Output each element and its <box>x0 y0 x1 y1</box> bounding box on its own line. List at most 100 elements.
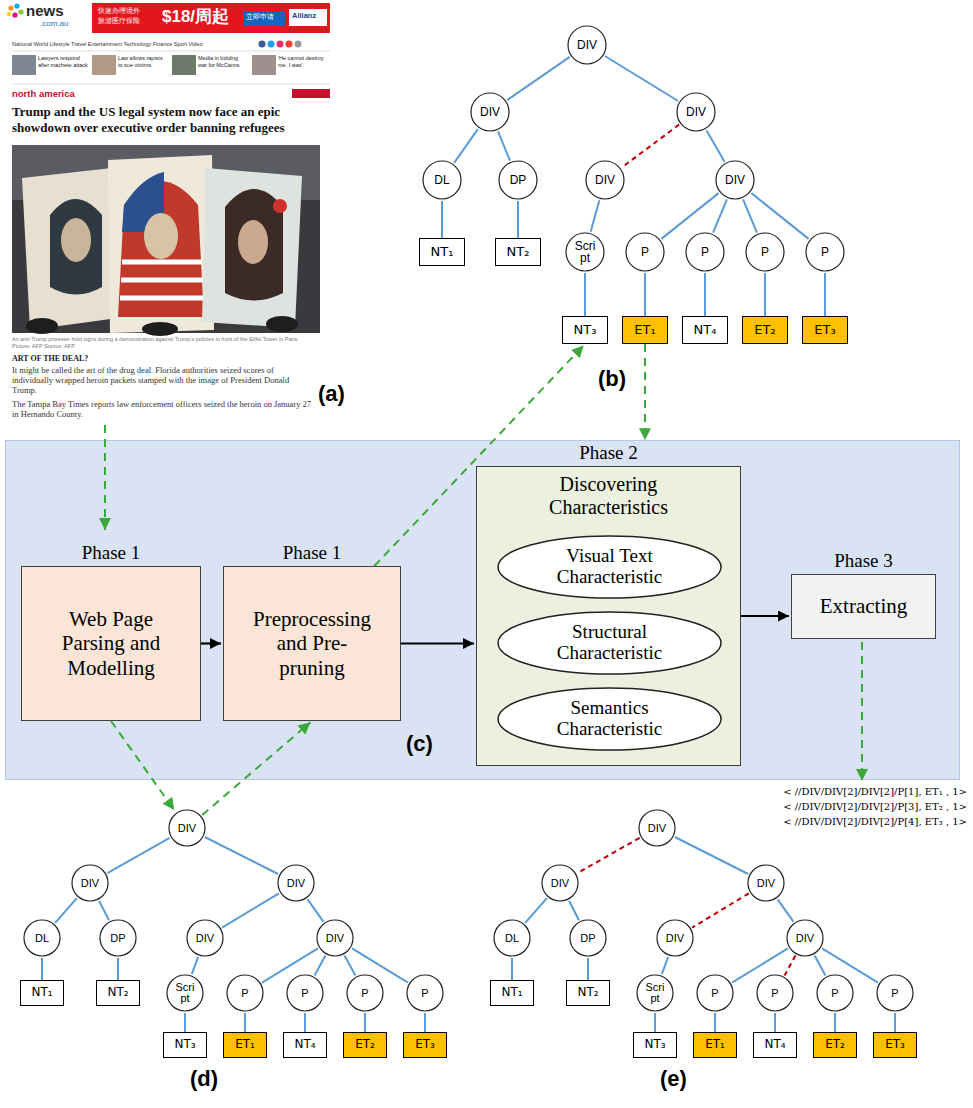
node-body: P <box>286 974 324 1012</box>
tree-edge <box>569 901 579 920</box>
dom-element-node: P <box>876 974 914 1012</box>
tree-edge <box>244 1013 246 1032</box>
tree-edge <box>704 273 706 316</box>
tree-edge <box>587 958 589 980</box>
node-body: Preprocessing and Pre-pruning <box>224 567 400 720</box>
non-target-text-node: NT₄ <box>283 1032 327 1058</box>
circle-outline <box>227 975 263 1011</box>
ad-button <box>243 11 285 26</box>
tag-name: P <box>821 246 829 258</box>
tag-name: DIV <box>326 933 344 944</box>
circle-outline <box>586 161 624 199</box>
tree-edge <box>424 1013 426 1032</box>
poster-face <box>238 220 268 264</box>
flag-stripe <box>120 296 204 301</box>
tree-edge <box>661 193 718 239</box>
panel-letter: (e) <box>660 1066 687 1091</box>
tree-edge <box>41 958 43 980</box>
circle-outline <box>877 975 913 1011</box>
dom-element-node: DIV <box>715 160 755 200</box>
node-body: ET₁ <box>694 1033 736 1057</box>
label-slot: (a) <box>318 381 345 406</box>
logo-dot <box>8 5 13 10</box>
non-target-text-node: NT₃ <box>163 1032 207 1058</box>
non-target-text-node: NT₁ <box>490 980 534 1006</box>
text-node-label: ET₂ <box>825 1038 845 1051</box>
text-node-label: NT₄ <box>294 1038 315 1051</box>
node-body: DIV <box>585 160 625 200</box>
tag-name: DIV <box>648 823 666 834</box>
circle-outline <box>748 865 784 901</box>
poster <box>22 168 118 330</box>
target-text-node: ET₂ <box>813 1032 857 1058</box>
ad-brand: Allianz <box>292 12 316 21</box>
phase-heading: Phase 2 <box>579 442 638 464</box>
tag-name: DIV <box>666 933 684 944</box>
target-text-node: ET₂ <box>742 316 788 344</box>
dom-element-node: P <box>805 232 845 272</box>
non-target-text-node: NT₂ <box>96 980 140 1006</box>
circle-outline <box>187 920 223 956</box>
live-badge <box>292 89 330 98</box>
text-node-label: ET₃ <box>885 1038 905 1051</box>
phase-heading: Phase 3 <box>834 550 893 572</box>
tag-name: DIV <box>796 933 814 944</box>
tree-edge <box>308 899 324 921</box>
ellipse-outline <box>498 688 721 750</box>
tree-edge <box>315 956 326 976</box>
tag-name: P <box>241 988 248 999</box>
node-body: DIV <box>186 919 224 957</box>
rule-line <box>12 51 330 52</box>
phase-title: Extracting <box>820 594 907 618</box>
circle-outline <box>72 865 108 901</box>
tag-name: DP <box>580 933 595 944</box>
tree-edge <box>644 273 646 316</box>
tag-name: Scri pt <box>173 982 197 1004</box>
tag-name: DIV <box>551 878 569 889</box>
node-body: DP <box>498 160 538 200</box>
tree-edge <box>117 958 119 980</box>
node-body: Scri pt <box>636 974 674 1012</box>
text-node-label: NT₃ <box>574 323 597 337</box>
tree-edge <box>107 838 169 873</box>
dom-element-node: P <box>286 974 324 1012</box>
node-body: DIV <box>676 92 716 132</box>
dom-element-node: DIV <box>638 809 676 847</box>
poster-flower <box>273 199 287 213</box>
dom-element-node: DIV <box>186 919 224 957</box>
tag-name: DL <box>434 174 449 186</box>
label-slot: < //DIV/DIV[2]/DIV[2]/P[1], ET₁ , 1> <box>755 786 967 798</box>
tree-edge <box>507 57 569 100</box>
target-text-node: ET₃ <box>802 316 848 344</box>
dom-element-node: P <box>406 974 444 1012</box>
node-body: Scri pt <box>166 974 204 1012</box>
node-body: P <box>685 232 725 272</box>
poster <box>202 168 302 328</box>
tree-edge <box>192 957 198 974</box>
characteristic-ellipse: Structural Characteristic <box>497 611 722 675</box>
label-slot: 立即申请 <box>246 13 274 21</box>
logo-dot <box>12 12 17 17</box>
article-paragraph: It might be called the art of the drug d… <box>12 365 312 396</box>
label-slot: $18/周起 <box>162 7 229 27</box>
node-body: DL <box>422 160 462 200</box>
text-node-label: ET₂ <box>754 323 775 337</box>
tree-edge <box>894 1013 896 1032</box>
node-body: Structural Characteristic <box>497 611 722 675</box>
tree-edge <box>815 956 826 976</box>
dom-element-node: DIV <box>747 864 785 902</box>
circle-outline <box>817 975 853 1011</box>
dom-element-node: P <box>816 974 854 1012</box>
headline: Trump and the US legal system now face a… <box>12 104 332 135</box>
flow-arrow <box>741 615 789 617</box>
dom-element-node: DIV <box>277 864 315 902</box>
text-node-label: ET₁ <box>705 1038 725 1051</box>
tag-name: P <box>891 988 898 999</box>
tree-edge <box>525 898 547 923</box>
node-body: NT₁ <box>491 981 533 1005</box>
characteristic-name: Structural Characteristic <box>527 622 692 664</box>
tree-edge <box>584 273 586 316</box>
circle-outline <box>697 975 733 1011</box>
